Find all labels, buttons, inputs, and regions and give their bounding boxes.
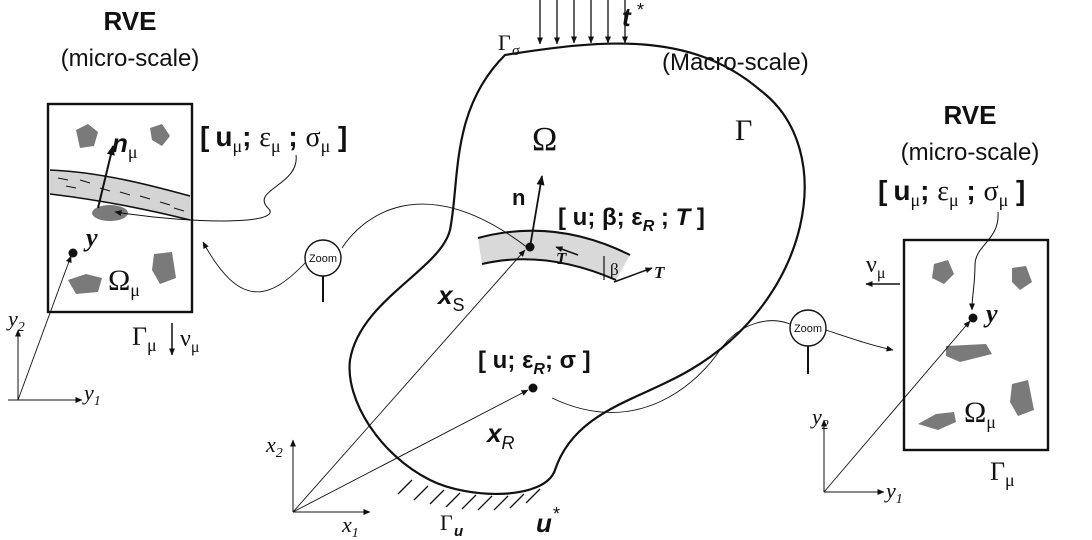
left-rve-band [50,170,190,220]
bulk-fields-text: [ u; ε [478,347,533,374]
right-zoom-leader-out [825,329,894,352]
crack-normal-label: n [512,185,525,210]
gamma-label: Γ [735,114,752,147]
right-point-label: y [983,299,998,328]
gamma-sigma-label: Γ [498,30,511,55]
crack-T-right: T [654,263,665,282]
x1-label: x1 [341,512,359,540]
xr-vector [292,389,529,513]
xs-label: xS [436,280,464,315]
left-zoom-label: Zoom [309,253,337,265]
right-boundary-label: Γμ [990,457,1015,490]
right-nu-label: νμ [866,252,885,282]
right-inclusion-3 [946,344,992,362]
left-normal-arrow [97,145,115,209]
right-inclusion-5 [918,412,956,430]
left-nu-label: νμ [180,326,199,356]
right-inclusion-1 [932,260,954,284]
support-hatch [397,479,541,511]
right-fields-label: [uμ; εμ ; σμ ] [878,175,1025,210]
bulk-fields-label: [ u; εR; σ ] [478,347,591,378]
right-y2-label: y2 [810,404,829,433]
right-rve-point [968,313,978,323]
left-normal-label: nμ [112,128,138,162]
beta-label: β [610,260,619,279]
crack-fields-R: R [643,218,655,235]
macro-scale-label: (Macro-scale) [662,49,809,76]
left-rve-title: RVE [104,6,157,36]
left-rve-band-hatch [57,177,185,212]
right-inclusion-2 [1012,266,1032,290]
traction-arrows [537,0,628,45]
crack-fields-text: [ u; β; ε [558,204,643,231]
crack-normal-arrow [529,175,545,248]
left-rve-box [46,102,194,314]
left-inclusion-4 [68,274,102,294]
bulk-fields-sigma: ; σ ] [545,347,591,374]
right-y1-label: y1 [884,478,903,507]
left-domain-label: Ωμ [108,264,140,300]
left-rve-band-inclusion [92,205,128,221]
crack-fields-T: T [676,204,693,231]
bulk-point [528,383,538,393]
u-star-star: * [553,504,560,524]
traction-star: * [637,0,644,20]
right-domain-label: Ωμ [964,396,996,432]
left-fields-leader [114,154,297,222]
left-inclusion-1 [76,124,98,148]
crack-band [478,230,630,280]
left-inclusion-2 [150,124,170,146]
gamma-sigma-sub: σ [512,43,520,59]
crack-T-left: T [556,249,567,268]
u-star-label: u [536,508,552,538]
left-rve-point [68,248,78,258]
xr-label: xR [485,418,514,453]
gamma-u-sub: u [454,523,463,540]
right-rve-subtitle: (micro-scale) [901,139,1040,166]
x2-label: x2 [265,432,283,461]
xs-vector [292,249,526,513]
left-zoom-leader-in [341,203,529,249]
crack-lower-line [481,258,617,281]
right-inclusion-4 [1010,380,1034,416]
right-zoom-leader-in [551,320,791,413]
left-zoom-leader-out [202,241,307,293]
gamma-u-label: Γ [440,510,453,535]
crack-fields-label: [ u; β; εR ; T ] [558,204,705,235]
left-boundary-label: Γμ [132,322,157,355]
left-y2-label: y2 [6,306,25,335]
omega-label: Ω [532,121,557,158]
left-inclusion-3 [152,252,176,284]
right-position-vector [823,320,971,493]
bulk-fields-R: R [533,361,545,378]
crack-upper-line [477,229,631,256]
right-zoom-label: Zoom [794,323,822,335]
macro-body-outline [348,42,806,496]
left-rve-subtitle: (micro-scale) [61,45,200,72]
left-point-label: y [83,223,98,252]
left-fields-label: [uμ; εμ ; σμ ] [200,121,347,156]
crack-T-arrow-left [555,246,579,256]
traction-label: t [622,2,632,32]
right-fields-leader [969,211,999,311]
right-rve-title: RVE [944,100,997,130]
left-position-vector [17,255,72,401]
crack-T-arrow-right [613,267,653,283]
left-y1-label: y1 [82,380,101,409]
right-rve-box [902,238,1050,452]
